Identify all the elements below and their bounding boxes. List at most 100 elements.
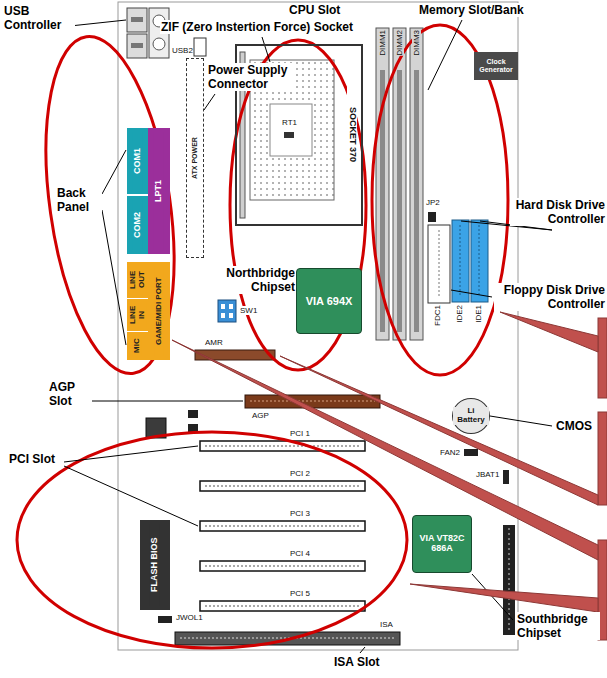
highlight-ellipse (17, 432, 407, 648)
component-label: VIA 694X (306, 295, 353, 307)
board-marking: JWOL1 (176, 613, 203, 622)
slot-contacts (205, 566, 360, 567)
socket-center (270, 104, 312, 156)
pci-slot (200, 561, 365, 571)
pci-slot (200, 521, 365, 531)
component-label: VIA VT82C 686A (413, 534, 471, 554)
component-label: FLASH BIOS (150, 524, 160, 606)
fan-header (464, 449, 478, 456)
component-label: GAME/MIDI PORT (155, 266, 164, 356)
slot-contacts (205, 446, 360, 447)
component-label: SOCKET 370 (347, 48, 357, 222)
leader-line (64, 466, 198, 526)
connector-pins (460, 225, 461, 297)
component-label: LINE IN (129, 303, 147, 327)
thermistor (284, 132, 294, 138)
board-marking: JP2 (426, 198, 440, 207)
leader-line (360, 647, 365, 653)
usb-port (127, 8, 147, 32)
front-panel-header (503, 525, 515, 635)
floppy-connector (428, 225, 450, 303)
bios-chip: FLASH BIOS (140, 520, 170, 610)
power-connector: ATX POWER (186, 58, 204, 258)
part-label: PCI Slot (8, 452, 56, 466)
component-label: Li Battery (453, 407, 489, 425)
battery: Li Battery (452, 398, 490, 434)
dip-switch-lever (229, 313, 233, 318)
audio-jack: LINE OUT (127, 262, 149, 298)
jumper (188, 410, 198, 418)
connector-pins (439, 230, 440, 298)
board-marking: FAN2 (440, 448, 460, 457)
component-label: LPT1 (154, 132, 164, 250)
serial-port: COM2 (127, 196, 148, 254)
part-label: ZIF (Zero Instertion Force) Socket (160, 20, 354, 34)
dip-switch-lever (221, 304, 225, 309)
dip-switch (218, 300, 236, 322)
component-label: MIC (133, 336, 142, 356)
board-marking: ISA (380, 620, 393, 629)
callout-pointer (280, 356, 598, 505)
dimm-slot (393, 28, 406, 340)
leader-line (70, 20, 126, 26)
dip-switch-lever (221, 313, 225, 318)
pci-slot (200, 441, 365, 451)
part-label: USB Controller (3, 4, 75, 32)
agp-slot (245, 395, 380, 408)
slot-contacts (250, 401, 375, 402)
component-label: COM1 (133, 132, 143, 190)
pci-slot (200, 481, 365, 491)
part-label: Floppy Disk Drive Controller (494, 283, 606, 311)
slot-contacts (205, 606, 360, 607)
component-label: LINE OUT (129, 266, 147, 294)
board-marking: DIMM2 (395, 30, 404, 56)
part-label: Memory Slot/Bank (418, 3, 525, 17)
leader-line (92, 401, 243, 402)
board-marking: DIMM1 (378, 30, 387, 56)
usb-port-slot (131, 43, 143, 48)
board-marking: PCI 1 (290, 429, 310, 438)
wol-header (158, 616, 172, 623)
component-label: ATX POWER (191, 62, 199, 254)
leader-line (102, 150, 126, 194)
ide-connector (452, 220, 469, 302)
board-marking: IDE2 (455, 305, 464, 323)
jumper (188, 424, 198, 432)
board-marking: PCI 4 (290, 549, 310, 558)
ps2-jack (153, 38, 165, 50)
board-marking: RT1 (282, 118, 297, 127)
board-marking: SW1 (240, 306, 257, 315)
jumper (503, 470, 509, 484)
board-marking: PCI 2 (290, 469, 310, 478)
part-label: Hard Disk Drive Controller (510, 198, 606, 226)
part-label: AGP Slot (48, 380, 90, 408)
part-label: ISA Slot (333, 655, 381, 669)
board-marking: USB2 (172, 46, 193, 55)
board-marking: DIMM3 (412, 30, 421, 56)
part-label: CMOS (555, 419, 593, 433)
callout-pointer (172, 340, 598, 560)
leader-line (490, 416, 552, 426)
leader-line (428, 20, 462, 90)
highlight-ellipse (27, 28, 193, 381)
dimm-slot (410, 28, 423, 340)
audio-jack: LINE IN (127, 299, 149, 331)
dimm-slot-groove (397, 70, 402, 332)
leader-line (262, 37, 270, 62)
northbridge-chip: VIA 694X (296, 268, 362, 334)
usb-header (194, 38, 206, 56)
board-marking: AGP (252, 411, 269, 420)
callout-pointer (500, 312, 598, 352)
pci-slot (200, 601, 365, 611)
audio-jack: MIC (127, 332, 148, 360)
part-label: Power Supply Connector (207, 63, 295, 91)
board-marking: IDE1 (474, 305, 483, 323)
part-label: Southbridge Chipset (516, 612, 600, 640)
clock-chip: Clock Generator (474, 52, 518, 80)
parallel-port: LPT1 (148, 128, 170, 254)
board-marking: PCI 3 (290, 509, 310, 518)
part-label: Northbridge Chipset (212, 266, 296, 294)
jumper (428, 212, 436, 222)
dip-switch-lever (229, 304, 233, 309)
